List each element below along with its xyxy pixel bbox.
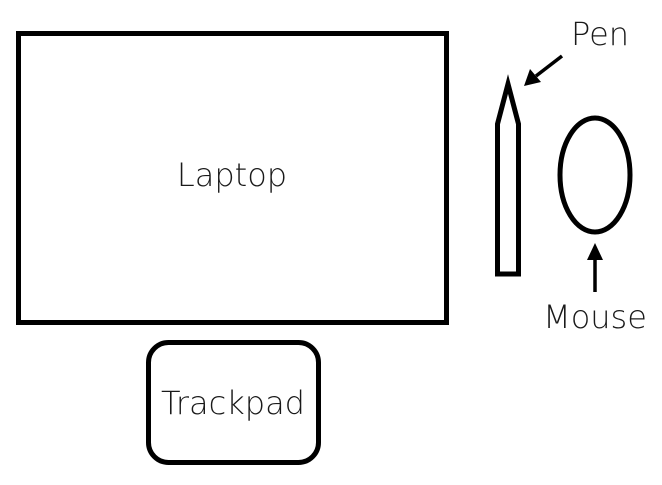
mouse-arrow-head [587, 243, 603, 260]
mouse-label: Mouse [543, 298, 647, 336]
laptop-box [16, 31, 449, 325]
pen-label: Pen [571, 15, 629, 53]
trackpad-box [146, 340, 321, 465]
mouse-shape [557, 115, 633, 235]
pen-shape [495, 74, 521, 277]
pen-arrow-head [524, 69, 541, 86]
laptop-label: Laptop [177, 156, 287, 194]
pen-arrow-line [534, 54, 564, 78]
trackpad-label: Trackpad [161, 384, 305, 422]
